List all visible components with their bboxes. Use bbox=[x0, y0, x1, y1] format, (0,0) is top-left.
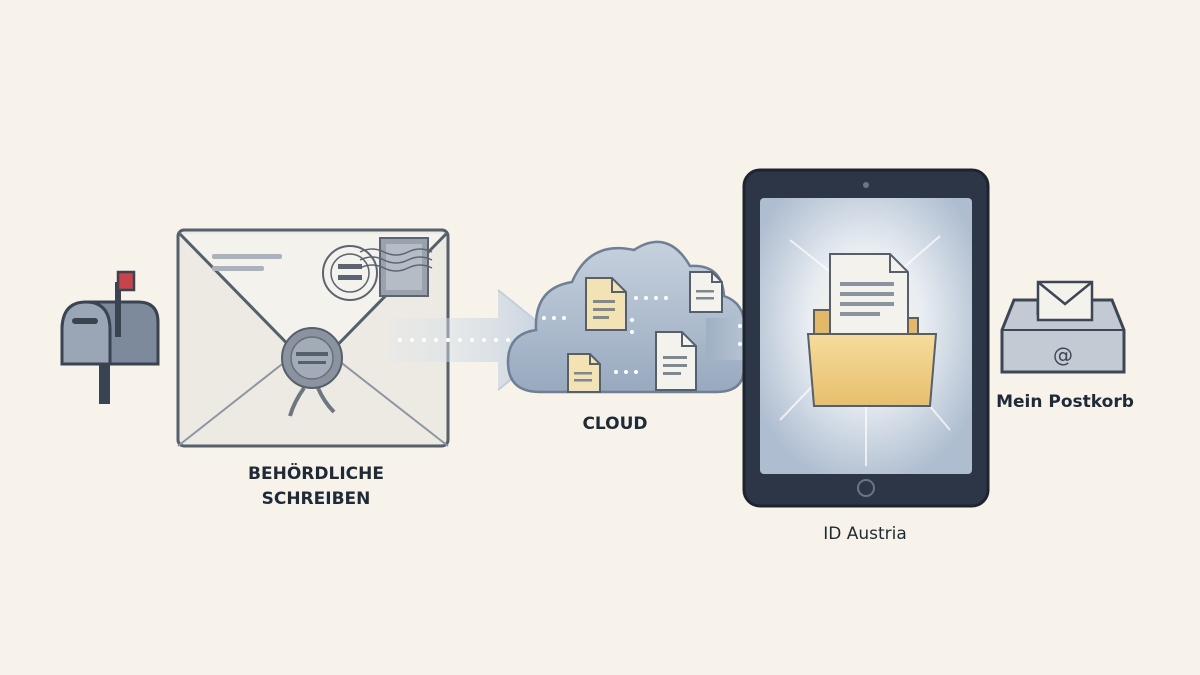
folder-icon bbox=[806, 253, 938, 407]
document-icon bbox=[689, 271, 723, 313]
document-icon bbox=[567, 353, 601, 393]
device-label: ID Austria bbox=[823, 524, 907, 544]
letter-label-line1: BEHÖRDLICHE bbox=[248, 464, 384, 484]
wax-seal-icon bbox=[281, 327, 343, 417]
document-icon bbox=[655, 331, 697, 391]
inbox-label: Mein Postkorb bbox=[996, 392, 1134, 412]
inbox-tray-icon: @ bbox=[1000, 280, 1126, 374]
cloud-label: CLOUD bbox=[582, 414, 648, 434]
document-icon bbox=[585, 277, 627, 331]
letter-label-line2: SCHREIBEN bbox=[261, 489, 371, 509]
at-symbol: @ bbox=[1053, 343, 1073, 367]
postmark-icon bbox=[322, 237, 433, 301]
letter-label: BEHÖRDLICHE SCHREIBEN bbox=[226, 462, 406, 512]
mailbox-icon bbox=[60, 270, 160, 404]
cloud-dots bbox=[542, 296, 668, 374]
